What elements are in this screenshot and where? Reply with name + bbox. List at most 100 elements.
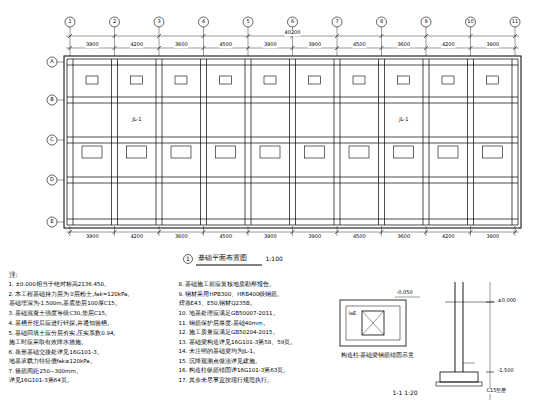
axis-or-dimension-label: C (50, 137, 55, 143)
axis-or-dimension-label: 3900 (308, 42, 322, 48)
axis-or-dimension-label: 4200 (441, 42, 455, 48)
column-outline (362, 311, 384, 335)
axis-or-dimension-label: 7 (335, 19, 339, 25)
note-text: 1:100 (265, 256, 283, 263)
axis-bubble (47, 217, 57, 227)
foundation-pad (349, 146, 369, 158)
note-text: 6. 条形基础交接处详见16G101-3。 (8, 349, 103, 355)
axis-or-dimension-label: 3900 (263, 234, 277, 240)
drawing-line (486, 302, 494, 303)
axis-bubble (466, 17, 476, 27)
drawing-line (57, 100, 64, 101)
beam-outline (340, 300, 406, 346)
drawing-line (490, 282, 491, 400)
drawing-line (248, 27, 249, 56)
drawing-line (57, 140, 64, 141)
drawing-line (512, 59, 513, 225)
note-text: C15垫层 (486, 388, 507, 394)
note-text: 2. 本工程基础持力层为②层粉土,fak=120kPa。 (8, 291, 134, 297)
axis-or-dimension-label: 3600 (397, 234, 411, 240)
drawing-line (203, 226, 204, 236)
note-text: 8. 基础施工前应复核地质勘察报告。 (178, 281, 276, 287)
axis-or-dimension-label: 8 (379, 19, 383, 25)
drawing-line (70, 226, 71, 236)
drawing-line (67, 143, 518, 144)
drawing-line (200, 59, 201, 225)
note-text: 详见16G101-3第64页。 (8, 377, 73, 383)
axis-bubble (47, 57, 57, 67)
foundation-pad (398, 76, 410, 84)
foundation-pad (260, 146, 280, 158)
drawing-line (463, 363, 475, 364)
axis-or-dimension-label: 6 (290, 19, 294, 25)
drawing-line (70, 27, 71, 56)
drawing-line (445, 302, 495, 303)
foundation-pad (220, 76, 232, 84)
note-text: 1-1 1:20 (392, 390, 418, 397)
drawing-line (346, 340, 400, 341)
note-text: 13. 基础梁构造详见16G101-3第58、59页。 (178, 339, 297, 345)
drawing-line (67, 97, 518, 98)
axis-or-dimension-label: 3600 (397, 42, 411, 48)
drawing-line (334, 59, 335, 225)
drawing-line (362, 311, 384, 335)
axis-or-dimension-label: 3900 (263, 42, 277, 48)
note-text: 9. 钢材采用HPB300、HRB400级钢筋。 (178, 291, 284, 297)
axis-or-dimension-label: 1 (68, 19, 72, 25)
note-text: 5. 基础回填土应分层夯实,压实系数0.94。 (8, 330, 120, 336)
foundation-pad (438, 146, 458, 158)
axis-bubble (332, 17, 342, 27)
axis-or-dimension-label: 4500 (352, 234, 366, 240)
axis-or-dimension-label: 4500 (219, 42, 233, 48)
drawing-line (400, 306, 401, 340)
drawing-line (114, 226, 115, 236)
drawing-line (159, 226, 160, 236)
axis-or-dimension-label: 9 (424, 19, 428, 25)
note-text: 11. 钢筋保护层厚度:基础40mm。 (178, 320, 269, 326)
foundation-pad (216, 146, 236, 158)
note-text: 施工时应采取有效降水措施。 (8, 339, 87, 345)
foundation-pad (394, 146, 414, 158)
drawing-line (251, 59, 252, 225)
drawing-line (114, 27, 115, 56)
note-text: 地基承载力特征值fak≥120kPa。 (8, 358, 96, 364)
drawing-line (203, 27, 204, 56)
drawing-line (467, 59, 468, 225)
drawing-line (486, 372, 494, 373)
note-text: 注: (8, 272, 18, 279)
axis-or-dimension-label: 3900 (85, 234, 99, 240)
drawing-line (66, 232, 519, 233)
drawing-line (245, 59, 246, 225)
axis-or-dimension-label: 3900 (486, 42, 500, 48)
axis-bubble (65, 17, 75, 27)
drawing-line (67, 103, 518, 104)
drawing-line (423, 59, 424, 225)
axis-or-dimension-label: A (50, 59, 54, 65)
foundation-pad (127, 146, 147, 158)
drawing-line (346, 306, 347, 340)
drawing-title: 基础平面布置图 (197, 255, 247, 263)
drawing-line (455, 282, 456, 372)
drawing-line (57, 222, 64, 223)
note-text: 17. 其余未尽事宜按现行规范执行。 (178, 377, 274, 383)
drawing-line (463, 282, 464, 372)
axis-or-dimension-label: 4200 (130, 234, 144, 240)
note-text: 构造柱-基础梁钢筋锚固示意 (340, 352, 415, 358)
drawing-line (292, 226, 293, 236)
axis-or-dimension-label: 4200 (130, 42, 144, 48)
drawing-line (515, 27, 516, 56)
foundation-pad (264, 76, 276, 84)
drawing-line (515, 226, 516, 236)
drawing-line (470, 27, 471, 56)
axis-or-dimension-label: JL-1 (399, 117, 409, 123)
foundation-pad (353, 76, 365, 84)
axis-or-dimension-label: 3600 (174, 42, 188, 48)
axis-or-dimension-label: 4 (201, 19, 205, 25)
foundation-pad (175, 76, 187, 84)
drawing-line (470, 226, 471, 236)
drawing-line (67, 59, 68, 225)
axis-bubble (47, 95, 57, 105)
foundation-pad (131, 76, 143, 84)
drawing-line (67, 59, 518, 60)
